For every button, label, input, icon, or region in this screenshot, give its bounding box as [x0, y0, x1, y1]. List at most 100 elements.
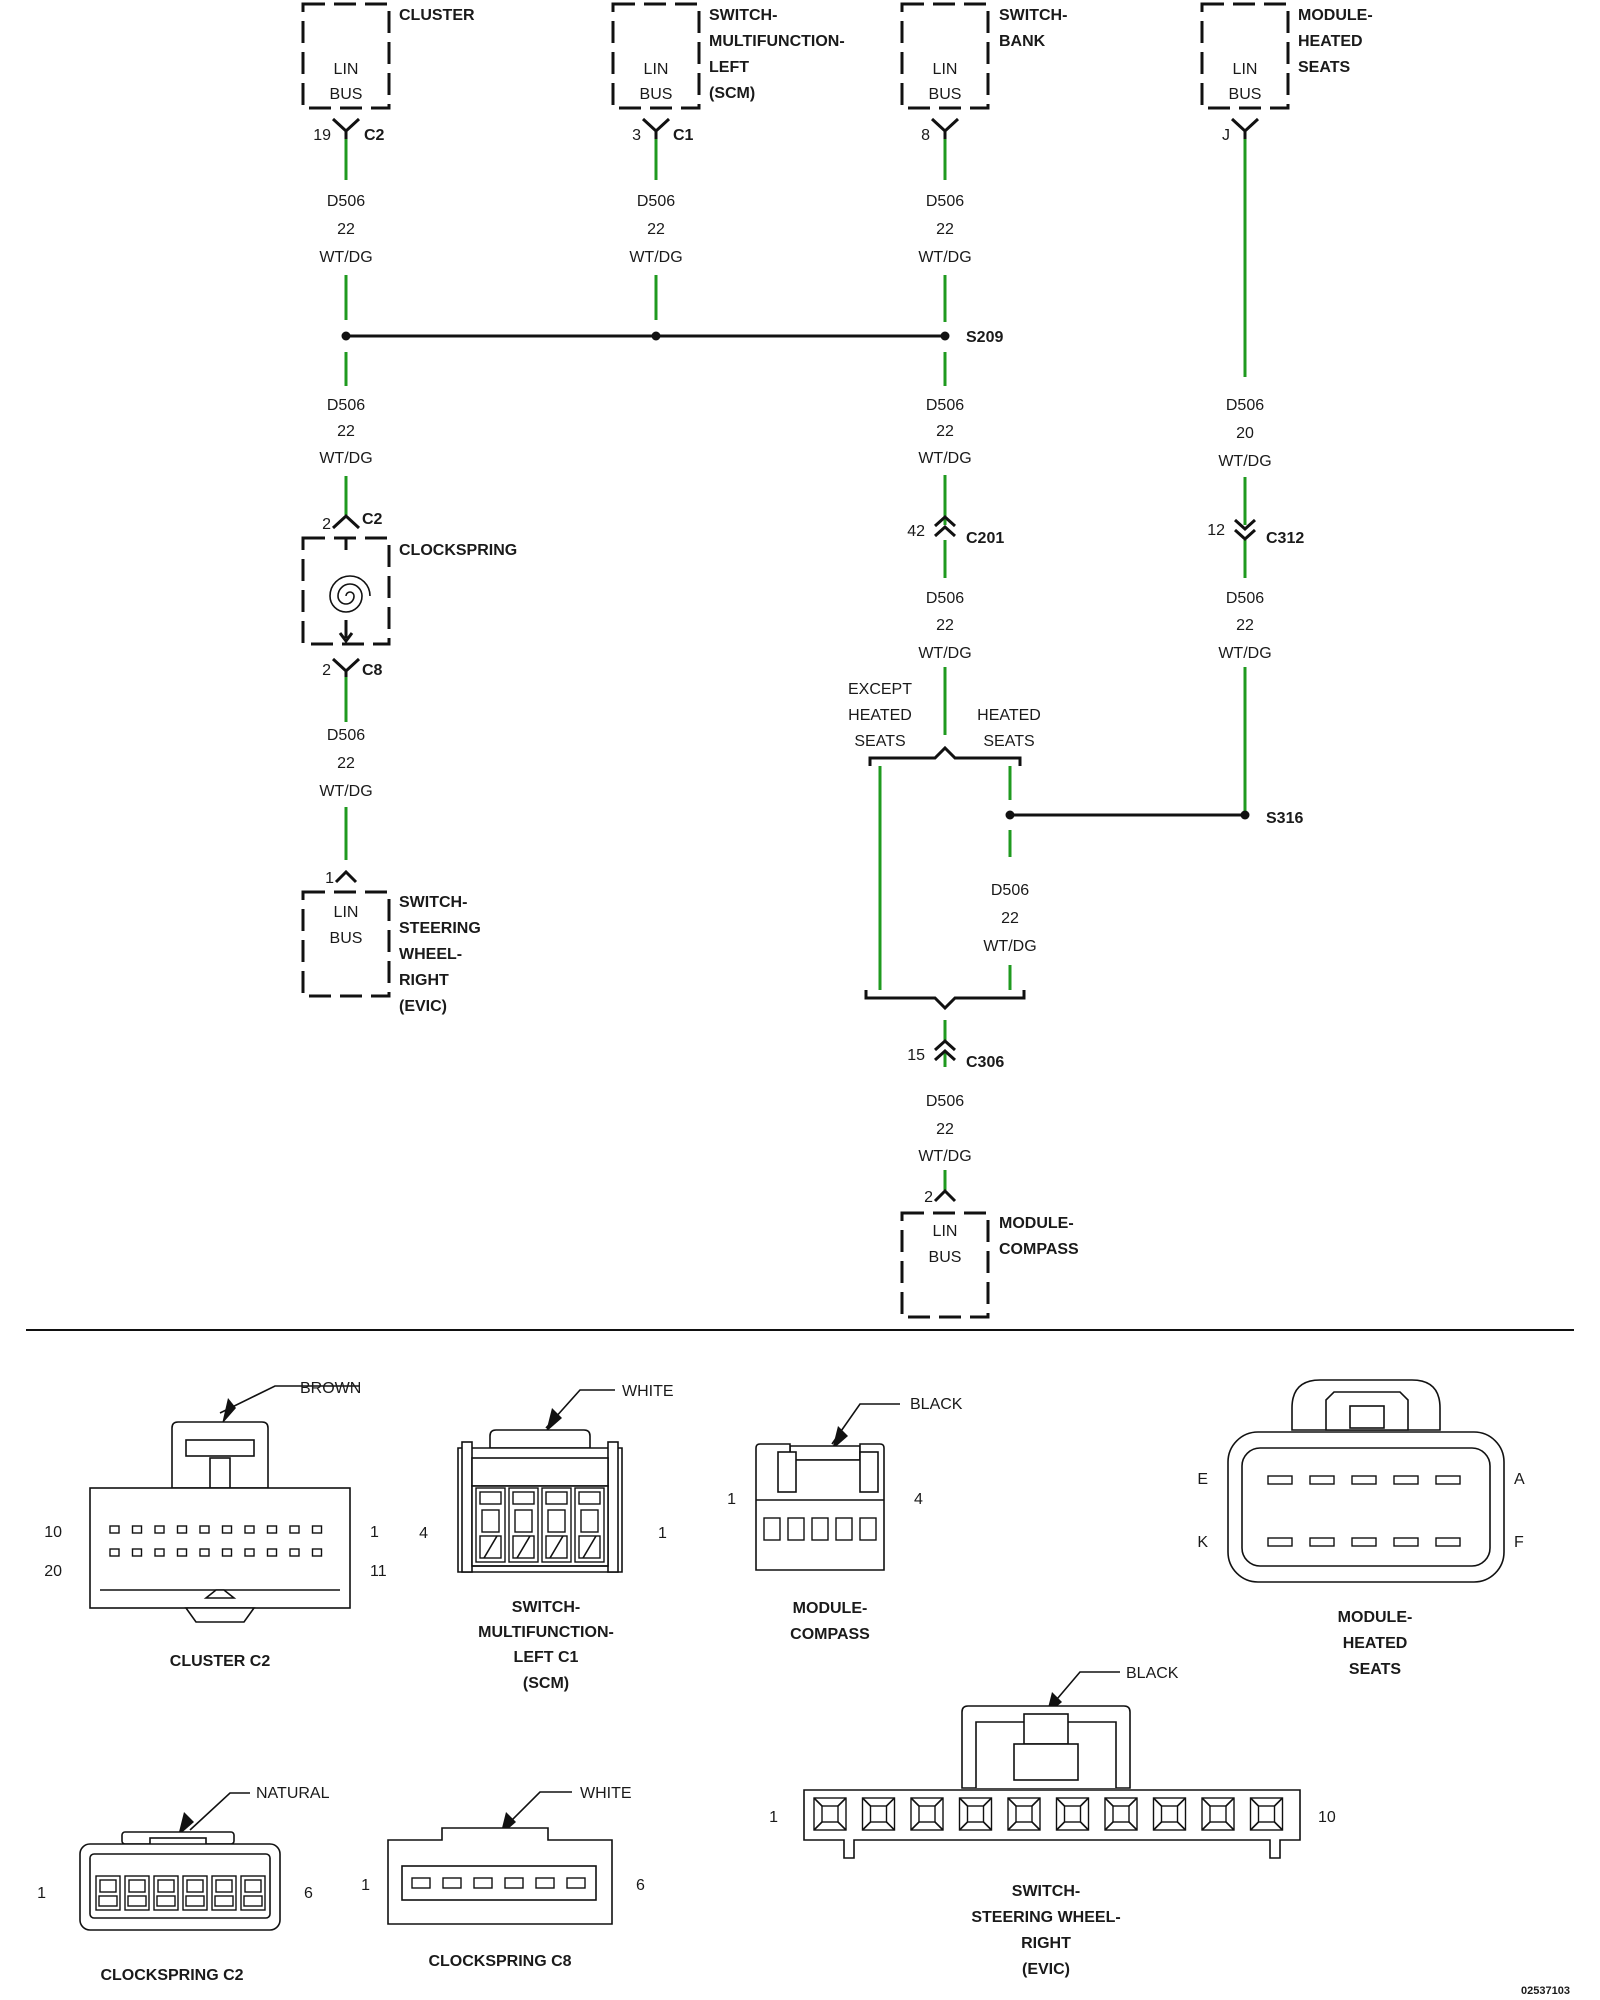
connector-scm-c1: 3 C1	[632, 117, 694, 144]
cavity-detail	[1079, 1821, 1090, 1831]
pin-cavity	[156, 1895, 176, 1907]
pointer-arrow-icon	[178, 1812, 194, 1836]
clockspring-c8-id: C8	[362, 662, 383, 679]
compass-view-title-2: COMPASS	[790, 1626, 870, 1643]
cavity-detail	[1079, 1797, 1090, 1807]
pin-cavity	[479, 1491, 502, 1505]
c312-pin-number: 12	[1207, 522, 1225, 539]
cavity-detail	[1225, 1797, 1235, 1807]
scm-c1-title-1: SWITCH-	[512, 1599, 580, 1616]
evic-pin-number: 1	[325, 870, 334, 887]
cluster-c2-pin-row-top	[109, 1525, 323, 1534]
cluster-c2-title: CLUSTER C2	[170, 1653, 271, 1670]
pin-cavity	[859, 1517, 877, 1541]
pointer-arrow-icon	[546, 1408, 562, 1432]
connector-heated-seats: J	[1222, 117, 1260, 144]
module-heated-seats: LIN BUS MODULE- HEATED SEATS	[1200, 2, 1373, 110]
pin-cavity	[835, 1517, 853, 1541]
pin-cavity	[99, 1879, 117, 1893]
cavity-detail	[582, 1535, 597, 1559]
evic-label-2: STEERING	[399, 920, 481, 937]
c306-pin-number: 15	[907, 1047, 925, 1064]
connector-view-heated-seats	[1227, 1379, 1505, 1583]
cavity-detail	[910, 1821, 920, 1831]
cavity-detail	[1152, 1797, 1163, 1807]
pin-cavity	[266, 1548, 278, 1557]
pin-cavity	[442, 1877, 462, 1889]
pin-cavity	[154, 1525, 165, 1534]
cavity-detail	[1201, 1797, 1211, 1807]
evic-label-4: RIGHT	[399, 972, 449, 989]
pin-cavity	[1309, 1537, 1335, 1547]
pin-cavity	[1351, 1475, 1377, 1485]
heated-seats-bus-label-2: BUS	[1229, 86, 1262, 103]
evic-view-pin-label: 1	[769, 1809, 778, 1826]
evic-view-title-1: SWITCH-	[1012, 1883, 1080, 1900]
pin-cavity	[214, 1895, 234, 1907]
scm-c1-title-3: LEFT C1	[514, 1649, 579, 1666]
pin-cavity	[186, 1879, 204, 1893]
clockspring-c2-view-pin: 6	[304, 1885, 313, 1902]
cavity-detail	[885, 1821, 896, 1831]
wire-circuit: D506	[926, 1093, 964, 1110]
pin-cavity	[481, 1509, 500, 1533]
heated-seats-view-title-1: MODULE-	[1338, 1609, 1413, 1626]
evic-view-color: BLACK	[1126, 1665, 1179, 1682]
wire-gauge: 22	[647, 221, 665, 238]
cluster-bus-label-1: LIN	[334, 61, 359, 78]
pin-cavity	[566, 1877, 586, 1889]
connector-c201: 42 C201	[907, 514, 1004, 547]
pin-cavity	[545, 1491, 568, 1505]
scm-c1-title-4: (SCM)	[523, 1675, 569, 1692]
pin-cavity	[199, 1525, 210, 1534]
wire-color: WT/DG	[918, 645, 971, 662]
pin-cavity	[199, 1548, 210, 1557]
scm-connector-id: C1	[673, 127, 694, 144]
pin-cavity	[547, 1509, 566, 1533]
pin-cavity	[289, 1525, 300, 1534]
pin-cavity	[1435, 1475, 1461, 1485]
cavity-detail	[1249, 1797, 1260, 1807]
cluster-c2-color: BROWN	[300, 1380, 361, 1397]
cluster-c2-pin-label: 11	[370, 1563, 387, 1580]
cavity-detail	[1055, 1821, 1066, 1831]
wire-circuit: D506	[327, 193, 365, 210]
evic-view-title-2: STEERING WHEEL-	[971, 1909, 1120, 1926]
switch-bank-label-2: BANK	[999, 33, 1046, 50]
connector-clockspring-c2: 2 C2	[322, 511, 382, 533]
wire-gauge: 20	[1236, 425, 1254, 442]
pin-cavity	[244, 1548, 255, 1557]
cavity-detail	[910, 1797, 920, 1807]
pin-cavity	[1063, 1805, 1082, 1823]
scm-bus-label-1: LIN	[644, 61, 669, 78]
pin-cavity	[504, 1877, 524, 1889]
wire-circuit: D506	[926, 590, 964, 607]
wire-color: WT/DG	[319, 450, 372, 467]
wire-circuit: D506	[637, 193, 675, 210]
pin-cavity	[244, 1879, 262, 1893]
cavity-detail	[1249, 1821, 1260, 1831]
cavity-detail	[1225, 1821, 1235, 1831]
cavity-detail	[1055, 1797, 1066, 1807]
cavity-detail	[813, 1821, 823, 1831]
heated-seats-pin-label: A	[1514, 1471, 1525, 1488]
scm-c1-title-2: MULTIFUNCTION-	[478, 1624, 614, 1641]
pin-cavity	[1160, 1805, 1179, 1823]
clockspring-c8-cavities	[411, 1877, 586, 1889]
wire-gauge: 22	[337, 423, 355, 440]
wire-circuit: D506	[926, 193, 964, 210]
module-evic: LIN BUS SWITCH- STEERING WHEEL- RIGHT (E…	[301, 890, 481, 1015]
pin-cavity	[289, 1548, 300, 1557]
wire-circuit: D506	[327, 397, 365, 414]
wire-color: WT/DG	[1218, 453, 1271, 470]
clockspring-c2-pin: 2	[322, 516, 331, 533]
compass-bus-label-2: BUS	[929, 1249, 962, 1266]
pin-cavity	[127, 1895, 147, 1907]
evic-label-1: SWITCH-	[399, 894, 467, 911]
pin-cavity	[311, 1525, 323, 1534]
wire-gauge: 22	[936, 221, 954, 238]
connector-switch-bank: 8	[921, 117, 960, 144]
switch-bank-bus-label-1: LIN	[933, 61, 958, 78]
evic-bus-label-2: BUS	[330, 930, 363, 947]
pin-cavity	[1393, 1537, 1419, 1547]
